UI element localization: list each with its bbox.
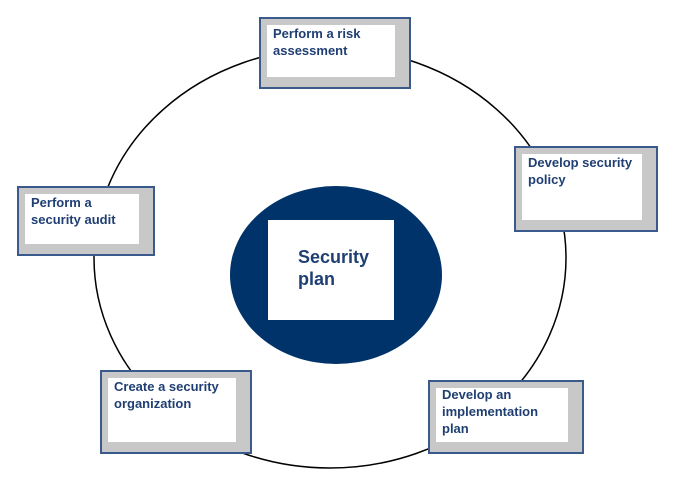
step-label-security-policy: Develop security policy <box>528 155 633 187</box>
step-label-implementation-plan: Develop an implementation plan <box>442 387 539 436</box>
step-box-implementation-plan: Develop an implementation plan <box>428 380 584 454</box>
step-label-security-organization: Create a security organization <box>114 379 219 411</box>
center-label: Security plan <box>298 247 370 289</box>
center-box: Security plan <box>268 220 394 320</box>
step-box-inner <box>522 154 642 220</box>
step-box-inner <box>267 25 395 77</box>
step-box-security-policy: Develop security policy <box>514 146 658 232</box>
step-label-risk-assessment: Perform a risk assessment <box>273 26 361 58</box>
step-box-risk-assessment: Perform a risk assessment <box>259 17 411 89</box>
step-box-inner <box>108 378 236 442</box>
step-box-inner <box>25 194 139 244</box>
step-label-security-audit: Perform a security audit <box>31 195 116 227</box>
step-box-security-organization: Create a security organization <box>100 370 252 454</box>
step-box-security-audit: Perform a security audit <box>17 186 155 256</box>
step-box-inner <box>436 388 568 442</box>
